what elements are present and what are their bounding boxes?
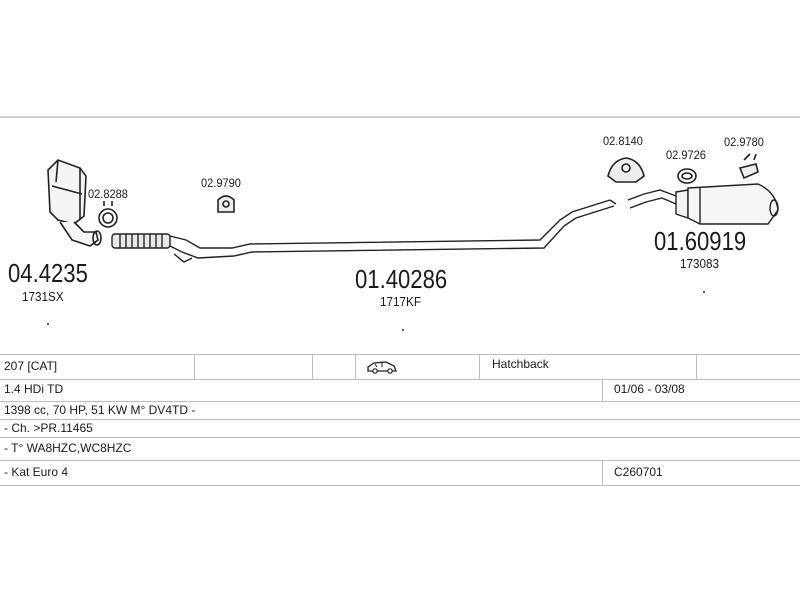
emission-cell: - Kat Euro 4 bbox=[4, 465, 69, 479]
model-cell: 207 [CAT] bbox=[4, 359, 58, 373]
part-number-middle-pipe: 01.40286 bbox=[355, 264, 448, 294]
part-number-clamp-rear: 02.9726 bbox=[666, 148, 706, 162]
car-hatchback-icon bbox=[364, 355, 398, 379]
table-row-chassis: - Ch. >PR.11465 bbox=[0, 420, 800, 438]
table-row-model: 207 [CAT] Hatchback bbox=[0, 354, 800, 380]
body-type-cell: Hatchback bbox=[492, 357, 549, 371]
engine-cell: 1.4 HDi TD bbox=[4, 382, 64, 396]
leader-dot bbox=[703, 291, 705, 293]
part-ref-rear-silencer: 173083 bbox=[680, 256, 720, 271]
top-divider bbox=[0, 116, 800, 118]
catalyst-part bbox=[47, 159, 102, 247]
bracket-icon bbox=[217, 195, 235, 213]
bracket-icon bbox=[738, 153, 759, 180]
type-cell: - T° WA8HZC,WC8HZC bbox=[4, 441, 132, 455]
table-row-specs: 1398 cc, 70 HP, 51 KW M° DV4TD - bbox=[0, 402, 800, 420]
leader-dot bbox=[47, 323, 49, 325]
rubber-mount-icon bbox=[607, 157, 645, 183]
part-number-bracket-middle: 02.9790 bbox=[201, 176, 241, 190]
part-ref-middle-pipe: 1717KF bbox=[380, 294, 421, 309]
specs-cell: 1398 cc, 70 HP, 51 KW M° DV4TD - bbox=[4, 403, 196, 417]
table-row-engine: 1.4 HDi TD 01/06 - 03/08 bbox=[0, 379, 800, 402]
production-years-cell: 01/06 - 03/08 bbox=[614, 382, 685, 396]
exhaust-system-diagram bbox=[47, 153, 779, 331]
catalog-code-cell: C260701 bbox=[614, 465, 663, 479]
chassis-cell: - Ch. >PR.11465 bbox=[4, 421, 93, 435]
leader-dot bbox=[402, 329, 404, 331]
part-number-clamp-front: 02.8288 bbox=[88, 187, 128, 201]
table-row-type: - T° WA8HZC,WC8HZC bbox=[0, 438, 800, 461]
clamp-icon bbox=[677, 168, 697, 184]
rear-silencer-part bbox=[627, 183, 779, 225]
part-ref-catalyst: 1731SX bbox=[22, 289, 64, 304]
clamp-icon bbox=[98, 201, 118, 228]
table-row-emission: - Kat Euro 4 C260701 bbox=[0, 461, 800, 486]
part-number-rubber-mount: 02.8140 bbox=[603, 134, 643, 148]
flex-pipe-part bbox=[111, 233, 171, 249]
part-number-catalyst: 04.4235 bbox=[8, 258, 88, 288]
part-number-bracket-rear: 02.9780 bbox=[724, 135, 764, 149]
part-number-rear-silencer: 01.60919 bbox=[654, 226, 747, 256]
middle-pipe-part bbox=[169, 199, 617, 263]
